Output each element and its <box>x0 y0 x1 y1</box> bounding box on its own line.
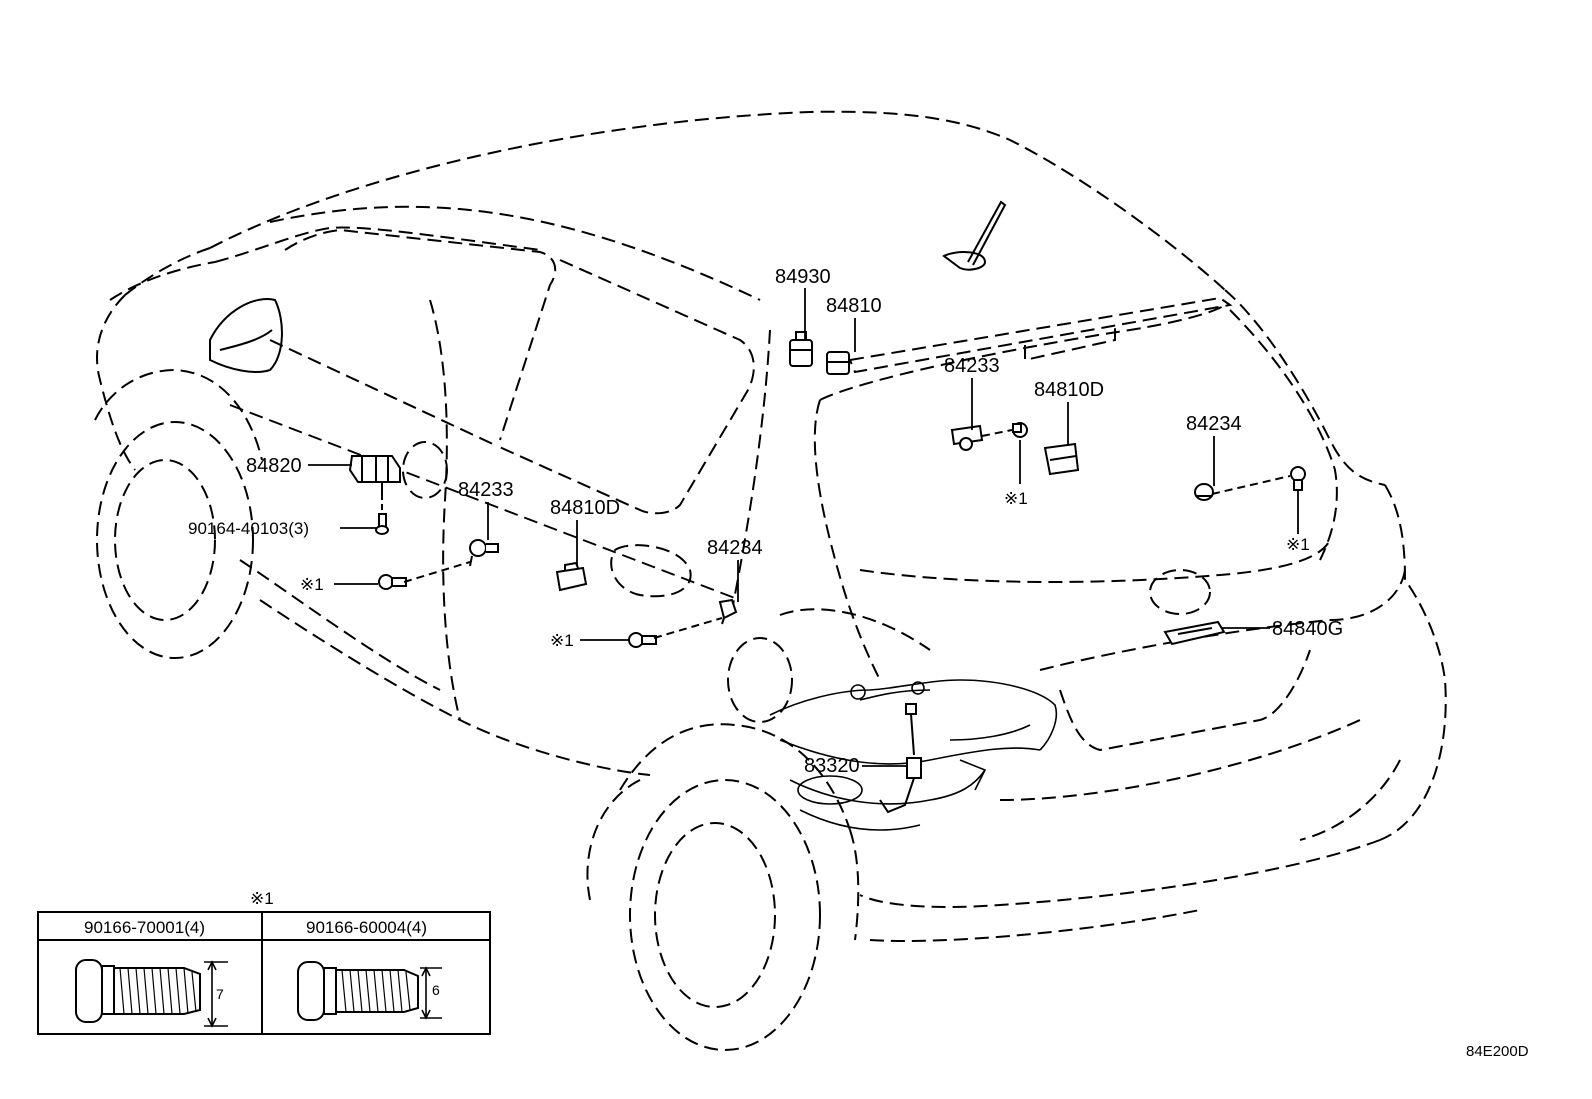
part-84233-door-icon[interactable] <box>469 539 499 567</box>
legend-col2-header: 90166-60004(4) <box>306 918 427 937</box>
part-83320-icon[interactable] <box>879 703 922 814</box>
bolt-70001-icon <box>75 959 228 1028</box>
part-84233-rear-icon[interactable] <box>950 424 984 451</box>
ref-marker-rear-right: ※1 <box>1286 535 1310 554</box>
legend-col1-dimension: 7 <box>216 986 224 1002</box>
callout-leaders <box>308 288 1299 767</box>
label-84233-rear[interactable]: 84233 <box>944 355 1000 377</box>
bolt-rear-left-icon[interactable] <box>1012 422 1028 438</box>
label-84820[interactable]: 84820 <box>246 455 302 477</box>
bolt-door-left-icon[interactable] <box>378 574 407 590</box>
legend-col2-dimension: 6 <box>432 982 440 998</box>
bolt-door-right-icon[interactable] <box>628 632 657 648</box>
legend-marker: ※1 <box>250 889 274 908</box>
label-84840G[interactable]: 84840G <box>1272 618 1343 640</box>
rear-underbody <box>769 679 1058 831</box>
part-84930-icon[interactable] <box>789 331 813 367</box>
ref-marker-door-left: ※1 <box>300 575 324 594</box>
screw-90164-icon[interactable] <box>375 513 389 535</box>
fastener-legend: ※1 90166-70001(4) 90166-60004(4) 7 6 <box>37 889 491 1035</box>
bolt-60004-icon <box>297 961 442 1021</box>
part-84840G-icon[interactable] <box>1163 620 1226 646</box>
label-84233-door[interactable]: 84233 <box>458 479 514 501</box>
car-body-outline <box>94 110 1447 1051</box>
part-84810D-rear-icon[interactable] <box>1043 442 1080 476</box>
ref-marker-rear-left: ※1 <box>1004 489 1028 508</box>
label-84810[interactable]: 84810 <box>826 295 882 317</box>
callout-labels: 84930 84810 84233 84810D 84234 84820 901… <box>188 266 1343 777</box>
bolt-rear-right-icon[interactable] <box>1290 466 1306 491</box>
label-84810D-door[interactable]: 84810D <box>550 497 620 519</box>
part-84234-rear-icon[interactable] <box>1194 483 1214 501</box>
label-84810D-rear[interactable]: 84810D <box>1034 379 1104 401</box>
label-83320[interactable]: 83320 <box>804 755 860 777</box>
part-84810D-door-icon[interactable] <box>555 561 588 592</box>
label-84234-rear[interactable]: 84234 <box>1186 413 1242 435</box>
label-84930[interactable]: 84930 <box>775 266 831 288</box>
legend-col1-header: 90166-70001(4) <box>84 918 205 937</box>
diagram-code: 84E200D <box>1466 1043 1529 1060</box>
ref-marker-door-right: ※1 <box>550 631 574 650</box>
legend-table-border <box>37 911 491 1035</box>
part-84820-icon[interactable] <box>348 455 401 500</box>
label-84234-door[interactable]: 84234 <box>707 537 763 559</box>
part-84234-door-icon[interactable] <box>718 598 738 625</box>
label-90164-40103[interactable]: 90164-40103(3) <box>188 519 309 538</box>
part-84810-icon[interactable] <box>826 351 850 375</box>
roof-antenna-icon <box>942 200 1007 271</box>
